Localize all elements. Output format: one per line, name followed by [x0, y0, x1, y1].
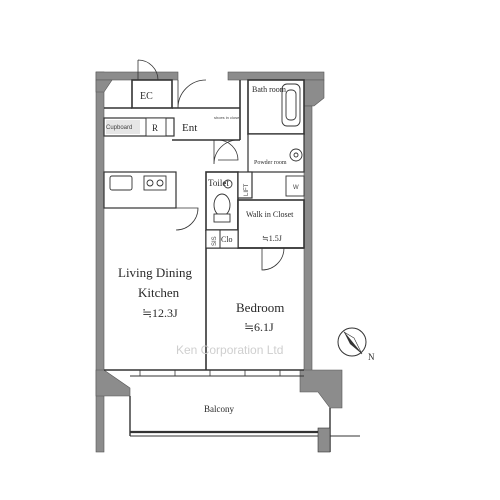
label-balcony: Balcony [204, 404, 234, 414]
entrance-door-arc [177, 79, 207, 109]
label-bedroom-size: ≒6.1J [244, 320, 274, 334]
refrigerator-icon [145, 117, 167, 137]
label-living-size: ≒12.3J [142, 306, 178, 320]
label-bath: Bath room [252, 85, 287, 94]
label-washer: W [293, 185, 299, 191]
fixtures [106, 83, 305, 223]
watermark: Ken Corporation Ltd [176, 343, 283, 357]
label-powder-room: Powder room [254, 160, 287, 166]
bathtub-icon [281, 83, 301, 127]
windows [139, 370, 281, 376]
label-living-line1: Living Dining [118, 265, 193, 280]
label-clo: Clo [221, 235, 233, 244]
sink-icon [109, 175, 133, 191]
washer-icon [285, 175, 305, 197]
doors [137, 59, 285, 271]
label-refrigerator: R [152, 123, 158, 133]
label-lift: LIFT [244, 183, 250, 196]
toilet-icon [213, 193, 231, 217]
hall-door-arc [213, 139, 239, 165]
compass: N [337, 327, 375, 362]
ec-door-arc [137, 59, 159, 81]
room-labels: EC Bath room Cupboard R Ent shoes in clo… [106, 85, 299, 414]
label-entrance: Ent [182, 122, 197, 134]
label-toilet: Toilet [208, 178, 229, 188]
toilet-door-arc [217, 139, 239, 161]
compass-north-label: N [368, 352, 375, 362]
label-living-line2: Kitchen [138, 285, 180, 300]
living-door-arc [175, 207, 199, 231]
label-ec: EC [140, 91, 153, 102]
label-cupboard: Cupboard [106, 125, 132, 131]
label-shoes-closet: shoes in closet [214, 115, 241, 120]
label-walk-in-closet: Walk in Closet [246, 210, 294, 219]
exterior-walls [95, 71, 343, 453]
label-bath-text: Bath room [252, 85, 287, 94]
bedroom-door-arc [261, 247, 285, 271]
stove-icon [143, 175, 167, 191]
label-bedroom: Bedroom [236, 300, 284, 315]
washbasin-icon [289, 148, 303, 162]
label-walk-in-closet-size: ≒1.5J [262, 234, 282, 243]
label-sis: SIS [212, 236, 218, 246]
balcony-outline [129, 396, 360, 453]
